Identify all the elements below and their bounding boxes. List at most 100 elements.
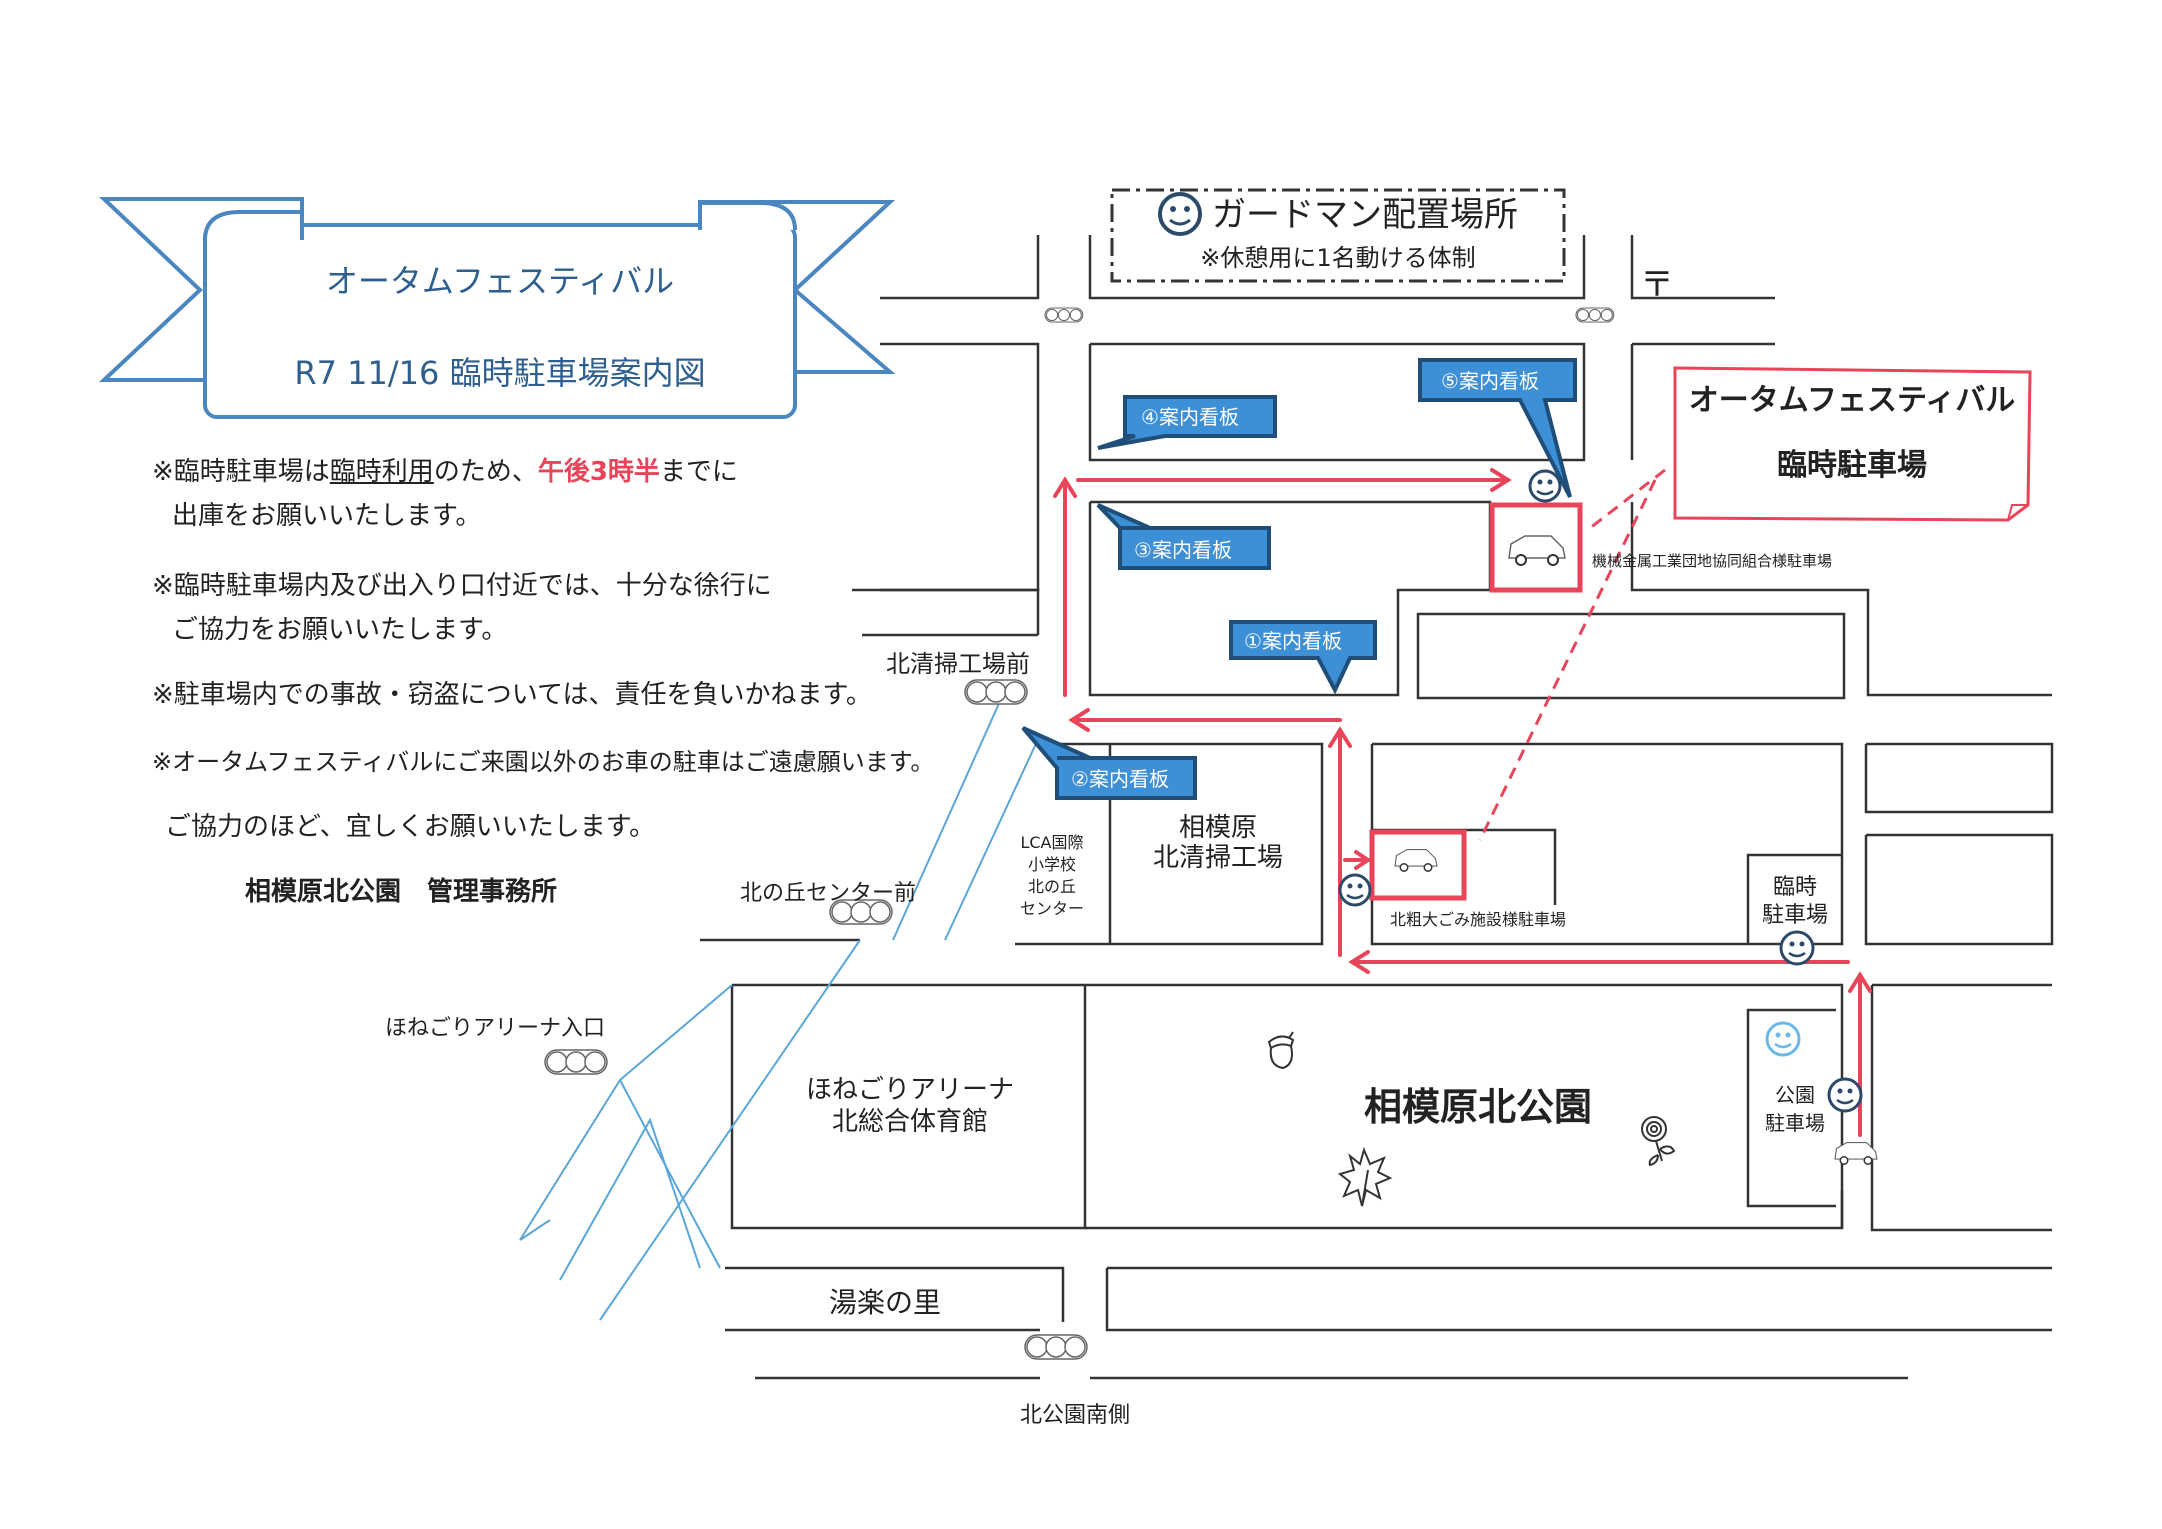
blue-road-line (619, 1079, 721, 1269)
smiley-icon (1338, 873, 1372, 907)
place-labels: 相模原 北清掃工場 LCA国際 小学校 北の丘 センター 臨時 駐車場 公園 駐… (385, 650, 1828, 1428)
callout-curl (2007, 504, 2028, 521)
road-edge (1630, 235, 1775, 300)
parking-lot-kikai: 機械金属工業団地協同組合様駐車場 (1489, 502, 1832, 593)
park-parking-label: 駐車場 (1765, 1111, 1825, 1135)
road-edge (1630, 502, 2052, 697)
intersection-seiso-mae: 北清掃工場前 (886, 650, 1030, 678)
road-edge (880, 235, 1040, 300)
road-edge (1870, 985, 2052, 1232)
banner-left-roll (203, 210, 304, 241)
arrow-head (1328, 726, 1352, 748)
traffic-signals (544, 307, 1615, 1360)
traffic-signal-icon (1575, 307, 1615, 323)
guard-positions (1338, 469, 1863, 1113)
arrow-head (1354, 850, 1372, 870)
temp-parking-label: 駐車場 (1762, 903, 1828, 928)
blue-road-line (559, 1117, 701, 1281)
svg-text:④案内看板: ④案内看板 (1141, 405, 1239, 429)
block-outline (1088, 342, 1586, 462)
guide-sign-4: ④案内看板 (1097, 395, 1277, 450)
guide-sign-5: ⑤案内看板 (1418, 358, 1577, 498)
road-edge (1105, 1268, 2052, 1332)
diagonal-road (519, 689, 1041, 1321)
route-arrows (1053, 468, 1872, 1137)
guide-sign-1: ①案内看板 (1229, 620, 1377, 695)
car-icon (1834, 1141, 1878, 1165)
banner-title: オータムフェスティバル (326, 262, 674, 300)
blue-road-line (519, 1219, 551, 1241)
legend-subtitle: ※休憩用に1名動ける体制 (1200, 244, 1475, 272)
block-outline (1864, 833, 2054, 946)
title-banner: オータムフェスティバル R7 11/16 臨時駐車場案内図 (98, 197, 896, 419)
staff-smiley-icon (1765, 1021, 1801, 1057)
office-name: 相模原北公園 管理事務所 (245, 877, 558, 907)
acorn-icon (1267, 1031, 1295, 1070)
smiley-icon (1827, 1077, 1863, 1113)
car-icon (1394, 848, 1438, 872)
note-4: ※オータムフェスティバルにご来園以外のお車の駐車はご遠慮願います。 (152, 748, 935, 776)
road-edge (1088, 235, 1586, 300)
callout-title: オータムフェスティバル (1689, 383, 2015, 418)
banner-right-roll (698, 201, 797, 231)
road-network (700, 235, 2054, 1380)
smiley-icon (1779, 930, 1815, 966)
road-edge (852, 588, 1040, 635)
lca-school-label: LCA国際 (1020, 833, 1083, 852)
arena-label: 北総合体育館 (832, 1107, 988, 1137)
smiley-icon (1158, 192, 1202, 236)
block-outline (1416, 612, 1846, 700)
deadline-highlight: 午後3時半 (537, 457, 660, 487)
arrow-head (1848, 971, 1872, 993)
block-outline (1864, 742, 2054, 814)
banner-body (203, 223, 797, 419)
banner-subtitle: R7 11/16 臨時駐車場案内図 (294, 354, 705, 392)
guide-sign-3: ③案内看板 (1096, 503, 1271, 570)
block-outline (1015, 742, 1324, 946)
callout-box (1673, 366, 2032, 522)
cleaning-plant-label: 相模原 (1179, 813, 1257, 843)
car-icon (1508, 535, 1566, 566)
traffic-signal-icon (544, 1049, 608, 1075)
arrow-head (1068, 708, 1090, 732)
note-2: ※臨時駐車場内及び出入り口付近では、十分な徐行に ご協力をお願いいたします。 (152, 571, 772, 645)
traffic-signal-icon (964, 679, 1028, 705)
intersection-arena-entrance: ほねごりアリーナ入口 (385, 1016, 605, 1041)
smiley-icon (1528, 469, 1562, 503)
arrow-head (1490, 468, 1512, 492)
guide-sign-2: ②案内看板 (1021, 726, 1197, 800)
block-outline (1088, 500, 1492, 697)
kikai-parking-label: 機械金属工業団地協同組合様駐車場 (1592, 552, 1832, 570)
lca-school-label: センター (1020, 899, 1084, 918)
underlined-text: 臨時利用 (329, 457, 434, 487)
maple-leaf-icon (1337, 1147, 1393, 1207)
blue-road-line (892, 689, 1006, 941)
park-parking-label: 公園 (1775, 1083, 1815, 1107)
arrow-head (1053, 476, 1077, 498)
note-3: ※駐車場内での事故・窃盗については、責任を負いかねます。 (152, 680, 872, 710)
parking-callout: オータムフェスティバル 臨時駐車場 (1478, 366, 2032, 841)
note-5: ご協力のほど、宜しくお願いいたします。 (165, 812, 656, 842)
callout-pointer-dashed (1478, 479, 1657, 841)
blue-road-line (599, 939, 861, 1321)
svg-text:⑤案内看板: ⑤案内看板 (1441, 369, 1539, 393)
arrow-head (1348, 950, 1370, 974)
sodai-parking-label: 北粗大ごみ施設様駐車場 (1390, 910, 1566, 929)
svg-text:②案内看板: ②案内看板 (1071, 767, 1169, 791)
blue-road-line (519, 1079, 621, 1241)
svg-text:③案内看板: ③案内看板 (1134, 538, 1232, 562)
post-office-icon: 〒 (1640, 265, 1674, 305)
svg-text:①案内看板: ①案内看板 (1244, 629, 1342, 653)
blue-road-line (944, 734, 1041, 941)
park-name-label: 相模原北公園 (1364, 1085, 1592, 1129)
traffic-signal-icon (1024, 1334, 1088, 1360)
yuraku-label: 湯楽の里 (829, 1286, 941, 1319)
guard-legend: ガードマン配置場所 ※休憩用に1名動ける体制 (1110, 188, 1566, 283)
traffic-signal-icon (1044, 307, 1084, 323)
traffic-signal-icon (829, 899, 893, 925)
road-edge (880, 342, 1040, 592)
road-edge (725, 1266, 1065, 1322)
lca-school-label: 北の丘 (1028, 877, 1076, 896)
note-1: ※臨時駐車場は臨時利用のため、午後3時半までに 出庫をお願いいたします。 (152, 457, 738, 531)
